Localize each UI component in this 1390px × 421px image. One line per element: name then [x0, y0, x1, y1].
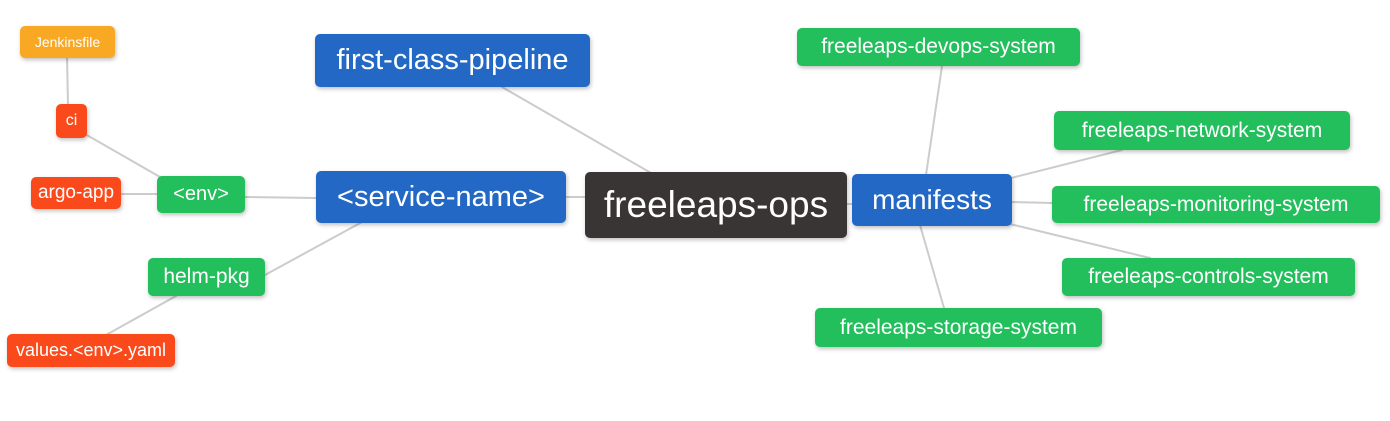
- edge-env-service-name: [244, 196, 317, 199]
- node-freeleaps-storage-system[interactable]: freeleaps-storage-system: [815, 308, 1102, 347]
- edge-manifests-devops: [925, 65, 943, 176]
- edge-manifests-network: [1010, 149, 1123, 179]
- edge-helm-pkg-values-yaml: [105, 295, 177, 336]
- edge-manifests-monitoring: [1010, 201, 1054, 204]
- node-service-name[interactable]: <service-name>: [316, 171, 566, 223]
- node-manifests[interactable]: manifests: [852, 174, 1012, 226]
- node-freeleaps-ops[interactable]: freeleaps-ops: [585, 172, 847, 238]
- node-jenkinsfile[interactable]: Jenkinsfile: [20, 26, 115, 58]
- edge-service-name-helm-pkg: [264, 221, 363, 276]
- node-env[interactable]: <env>: [157, 176, 245, 213]
- node-freeleaps-network-system[interactable]: freeleaps-network-system: [1054, 111, 1350, 150]
- node-freeleaps-devops-system[interactable]: freeleaps-devops-system: [797, 28, 1080, 66]
- edge-manifests-storage: [919, 224, 945, 309]
- node-first-class-pipeline[interactable]: first-class-pipeline: [315, 34, 590, 87]
- node-values-env-yaml[interactable]: values.<env>.yaml: [7, 334, 175, 367]
- edge-ci-env: [84, 133, 161, 178]
- edge-manifests-controls: [1009, 223, 1151, 259]
- node-freeleaps-controls-system[interactable]: freeleaps-controls-system: [1062, 258, 1355, 296]
- edge-pipeline-root: [501, 86, 652, 174]
- node-argo-app[interactable]: argo-app: [31, 177, 121, 209]
- edge-jenkinsfile-ci: [66, 56, 69, 106]
- node-ci[interactable]: ci: [56, 104, 87, 138]
- node-freeleaps-monitoring-system[interactable]: freeleaps-monitoring-system: [1052, 186, 1380, 223]
- node-helm-pkg[interactable]: helm-pkg: [148, 258, 265, 296]
